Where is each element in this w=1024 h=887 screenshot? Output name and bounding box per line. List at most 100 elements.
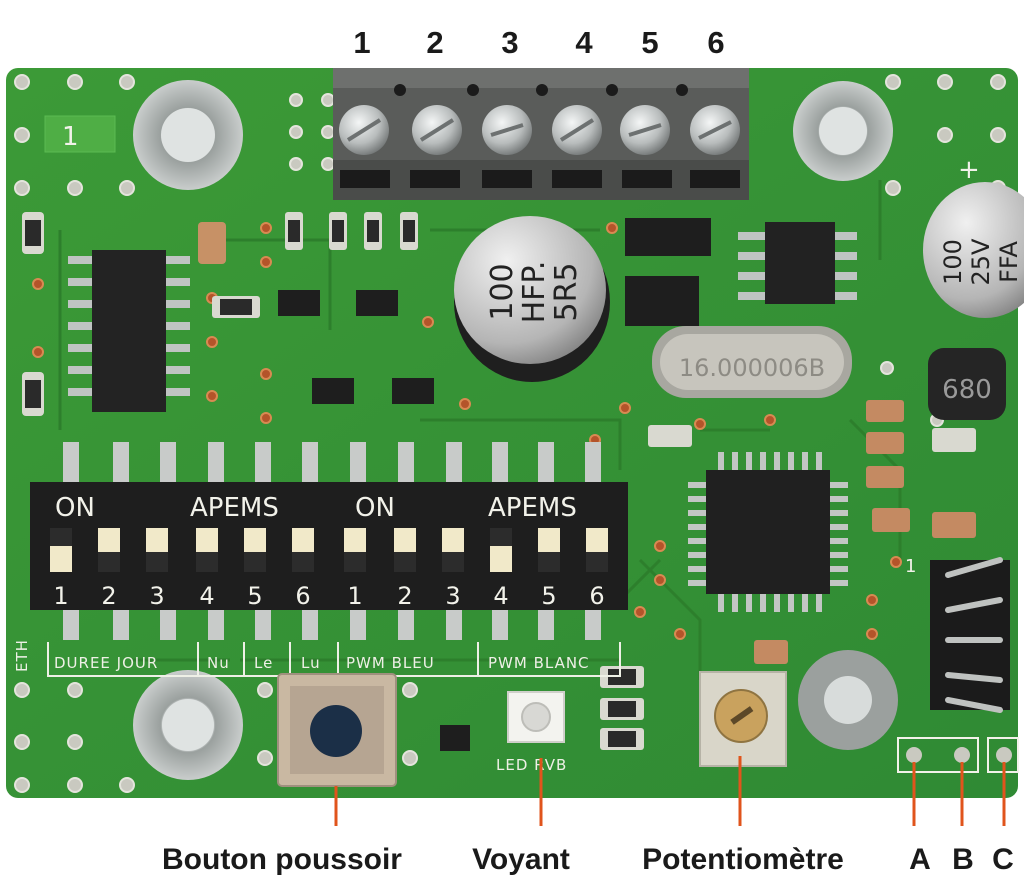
terminal-label-6: 6: [707, 25, 724, 60]
label-pwm-blanc: PWM BLANC: [488, 654, 590, 672]
callout-label-push-button: Bouton poussoir: [162, 843, 402, 876]
sot23-transistors: [278, 290, 470, 751]
mounting-hole-top-left: [133, 80, 243, 190]
supercap-line1: 100: [485, 263, 520, 320]
callout-label-indicator: Voyant: [472, 843, 570, 876]
smd-capacitor-4: [866, 466, 904, 488]
label-le: Le: [254, 654, 273, 672]
elcap-polarity: +: [958, 155, 980, 185]
terminal-label-2: 2: [426, 25, 443, 60]
label-nu: Nu: [207, 654, 230, 672]
smd-capacitor-7: [754, 640, 788, 664]
dip-switch-left: ON APEMS 1 2 3 4 5 6: [30, 482, 328, 610]
terminal-wire-openings: [340, 170, 740, 188]
potentiometer-component: [699, 671, 787, 767]
push-button-component: [277, 673, 397, 787]
terminal-label-1: 1: [353, 25, 370, 60]
board-number-box: [44, 115, 116, 153]
dip-switch-right: ON APEMS 1 2 3 4 5 6: [328, 482, 628, 610]
right-power-components: 16.000006B: [625, 218, 857, 398]
mounting-hole-top-right: [793, 81, 893, 181]
dip-right-num-3: 3: [445, 582, 460, 610]
mcu-body: [706, 470, 830, 594]
inductor: 680: [928, 348, 1006, 420]
smd-components: [22, 212, 976, 750]
callout-label-c: C: [992, 843, 1014, 876]
crystal-marking: 16.000006B: [679, 354, 825, 382]
terminal-block: [333, 68, 749, 200]
dip-left-num-4: 4: [199, 582, 214, 610]
label-pwm-bleu: PWM BLEU: [346, 654, 435, 672]
dip-left-num-3: 3: [149, 582, 164, 610]
diode-1: [625, 218, 711, 256]
terminal-label-5: 5: [641, 25, 658, 60]
mounting-hole-bottom-right: [798, 650, 898, 750]
label-led-rvb: LED RVB: [496, 756, 567, 774]
dip-right-on-label: ON: [355, 493, 395, 523]
smd-capacitor-6: [932, 512, 976, 538]
smd-resistor-8: [932, 428, 976, 452]
inductor-marking: 680: [942, 375, 992, 405]
smd-capacitor-5: [872, 508, 910, 532]
elcap-line3: FFA: [995, 241, 1023, 283]
dip-left-num-6: 6: [295, 582, 310, 610]
dip-left-num-2: 2: [101, 582, 116, 610]
transistor-5: [440, 725, 470, 751]
dip-bottom-legs: [63, 610, 601, 640]
elcap-line1: 100: [939, 239, 967, 285]
dip-left-body: [30, 482, 328, 610]
callout-lines: [334, 756, 1006, 826]
transistor-2: [356, 290, 398, 316]
smd-capacitor-2: [866, 400, 904, 422]
rgb-led-component: LED RVB: [496, 691, 567, 774]
dip-right-num-6: 6: [589, 582, 604, 610]
microcontroller-qfp: [688, 452, 848, 612]
dip-left-num-1: 1: [53, 582, 68, 610]
pin-header: 1: [905, 556, 1010, 713]
label-lu: Lu: [301, 654, 321, 672]
board-number: 1: [62, 122, 79, 152]
dip-right-brand: APEMS: [488, 493, 577, 523]
label-eth: ETH: [13, 639, 31, 672]
callout-label-a: A: [909, 843, 931, 876]
terminal-top-dots: [394, 84, 688, 96]
dip-right-num-1: 1: [347, 582, 362, 610]
dip-left-on-label: ON: [55, 493, 95, 523]
dip-function-labels: DUREE JOUR Nu Le Lu PWM BLEU PWM BLANC E…: [13, 639, 621, 677]
header-pin1-mark: 1: [905, 556, 916, 577]
dip-left-brand: APEMS: [190, 493, 279, 523]
mcu-pins: [688, 452, 848, 612]
elcap-line2: 25V: [967, 238, 995, 286]
callout-label-b: B: [952, 843, 974, 876]
vias: [32, 222, 902, 640]
dip-left-num-5: 5: [247, 582, 262, 610]
mounting-hole-bottom-left: [133, 670, 243, 780]
supercap-line3: 5R5: [549, 262, 584, 321]
terminal-label-4: 4: [575, 25, 593, 60]
supercapacitor: 100 HFP. 5R5: [454, 216, 610, 382]
ic-soic8: [765, 222, 835, 304]
smd-capacitor-1: [198, 222, 226, 264]
abc-pads: [897, 737, 1019, 773]
dip-right-num-2: 2: [397, 582, 412, 610]
supercap-line2: HFP.: [517, 261, 552, 324]
dip-right-num-4: 4: [493, 582, 508, 610]
dip-right-num-5: 5: [541, 582, 556, 610]
diode-2: [625, 276, 699, 326]
transistor-1: [278, 290, 320, 316]
callout-label-potentiometer: Potentiomètre: [642, 843, 844, 876]
dip-top-legs: [63, 442, 601, 482]
electrolytic-capacitor: 100 25V FFA +: [923, 155, 1024, 318]
smd-resistor-9: [648, 425, 692, 447]
callout-labels: Bouton poussoir Voyant Potentiomètre A B…: [162, 843, 1014, 876]
push-button-cap: [310, 705, 362, 757]
label-duree-jour: DUREE JOUR: [54, 654, 158, 672]
smd-capacitor-3: [866, 432, 904, 454]
ic-left-soic: [68, 250, 190, 412]
terminal-label-3: 3: [501, 25, 518, 60]
dip-right-body: [328, 482, 628, 610]
screw-slots: [346, 118, 732, 142]
transistor-4: [392, 378, 434, 404]
transistor-3: [312, 378, 354, 404]
